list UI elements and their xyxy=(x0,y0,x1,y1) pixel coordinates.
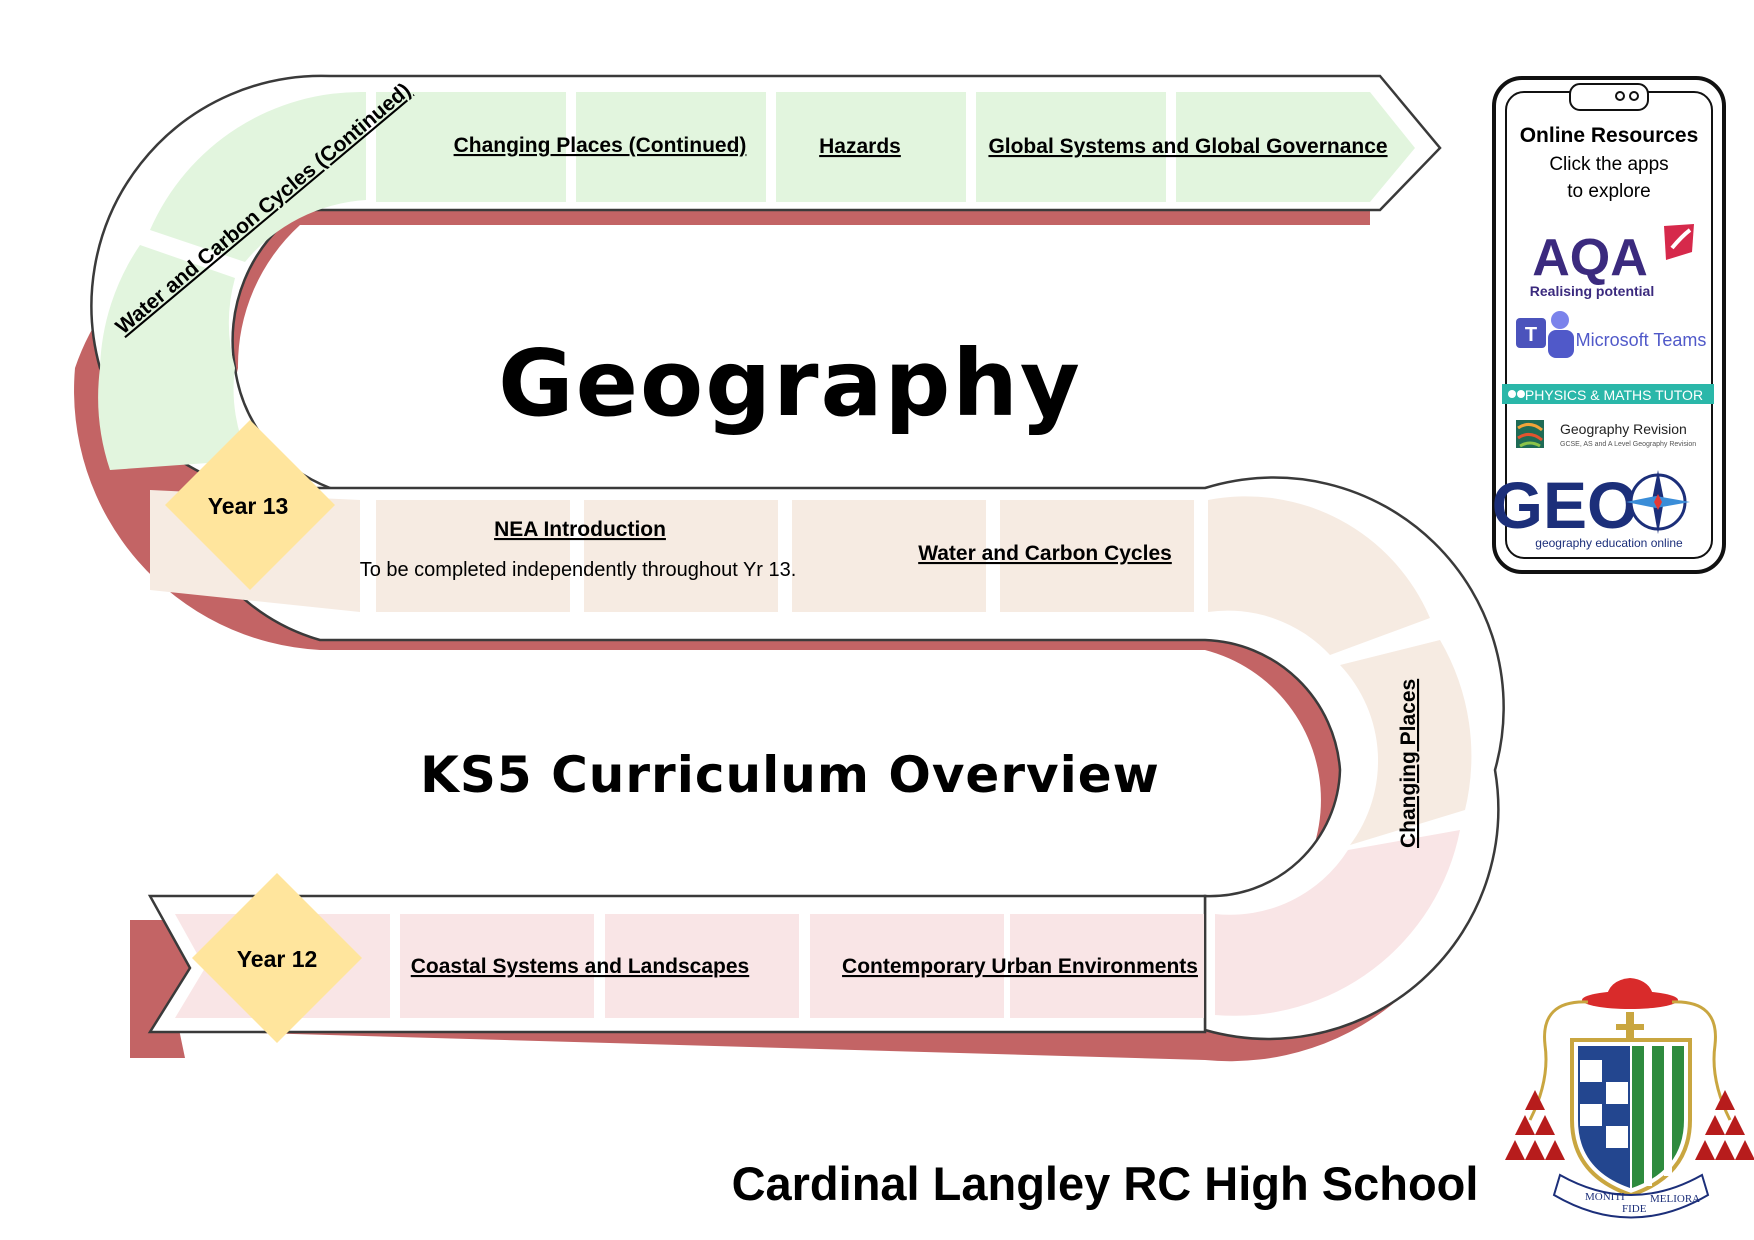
aqa-tagline: Realising potential xyxy=(1530,283,1654,299)
pmt-banner xyxy=(1502,384,1714,404)
aqa-app-link[interactable]: AQA Realising potential xyxy=(1530,224,1694,299)
motto-word-3: MELIORA xyxy=(1650,1193,1700,1205)
geo-logo-text: GEO xyxy=(1492,468,1639,542)
tiles-year13-top xyxy=(98,91,1415,470)
school-name: Cardinal Langley RC High School xyxy=(732,1157,1479,1210)
topic-water-carbon: Water and Carbon Cycles xyxy=(918,542,1172,565)
year12-label: Year 12 xyxy=(237,946,318,972)
camera-icon xyxy=(1615,91,1625,101)
owl-icon xyxy=(1508,390,1516,398)
tiles-year12-bottom xyxy=(175,830,1460,1018)
topic-global-systems: Global Systems and Global Governance xyxy=(988,135,1387,158)
page-subtitle: KS5 Curriculum Overview xyxy=(420,746,1160,804)
geography-revision-app-link[interactable]: Geography Revision GCSE, AS and A Level … xyxy=(1516,420,1696,448)
teams-icon: T xyxy=(1516,311,1574,358)
pmt-app-link[interactable]: PHYSICS & MATHS TUTOR xyxy=(1502,384,1714,404)
pmt-label: PHYSICS & MATHS TUTOR xyxy=(1525,387,1703,403)
year13-label: Year 13 xyxy=(208,493,289,519)
topic-coastal-systems: Coastal Systems and Landscapes xyxy=(411,955,749,978)
topic-changing-places: Changing Places xyxy=(1397,679,1420,848)
page-title: Geography xyxy=(498,330,1082,437)
resources-instructions-line1: Click the apps xyxy=(1549,154,1668,175)
geo-online-tagline: geography education online xyxy=(1535,536,1683,550)
resources-heading: Online Resources xyxy=(1520,124,1699,147)
online-resources-phone: Online Resources Click the apps to explo… xyxy=(1492,76,1726,574)
topic-nea-introduction: NEA Introduction xyxy=(494,518,666,541)
year13-badge: Year 13 xyxy=(165,420,335,590)
year12-badge: Year 12 xyxy=(192,873,362,1043)
resources-instructions-line2: to explore xyxy=(1567,181,1650,202)
teams-label: Microsoft Teams xyxy=(1576,330,1707,350)
nea-note: To be completed independently throughout… xyxy=(360,559,797,581)
topic-hazards: Hazards xyxy=(819,135,901,158)
teams-app-link[interactable]: T Microsoft Teams xyxy=(1516,311,1706,358)
motto-word-1: MONITI xyxy=(1585,1191,1625,1203)
aqa-logo-text: AQA xyxy=(1532,229,1648,287)
contour-map-icon xyxy=(1516,420,1544,448)
compass-icon xyxy=(1626,470,1690,534)
svg-text:T: T xyxy=(1525,324,1537,346)
topic-urban-environments: Contemporary Urban Environments xyxy=(842,955,1198,978)
school-crest: MONITI FIDE MELIORA xyxy=(1505,978,1754,1219)
geography-revision-label: Geography Revision xyxy=(1560,421,1687,437)
geo-online-app-link[interactable]: GEO geography education online xyxy=(1492,468,1690,550)
geography-revision-tagline: GCSE, AS and A Level Geography Revision xyxy=(1560,441,1696,448)
topic-changing-places-continued: Changing Places (Continued) xyxy=(454,134,747,157)
motto-word-2: FIDE xyxy=(1622,1203,1647,1215)
